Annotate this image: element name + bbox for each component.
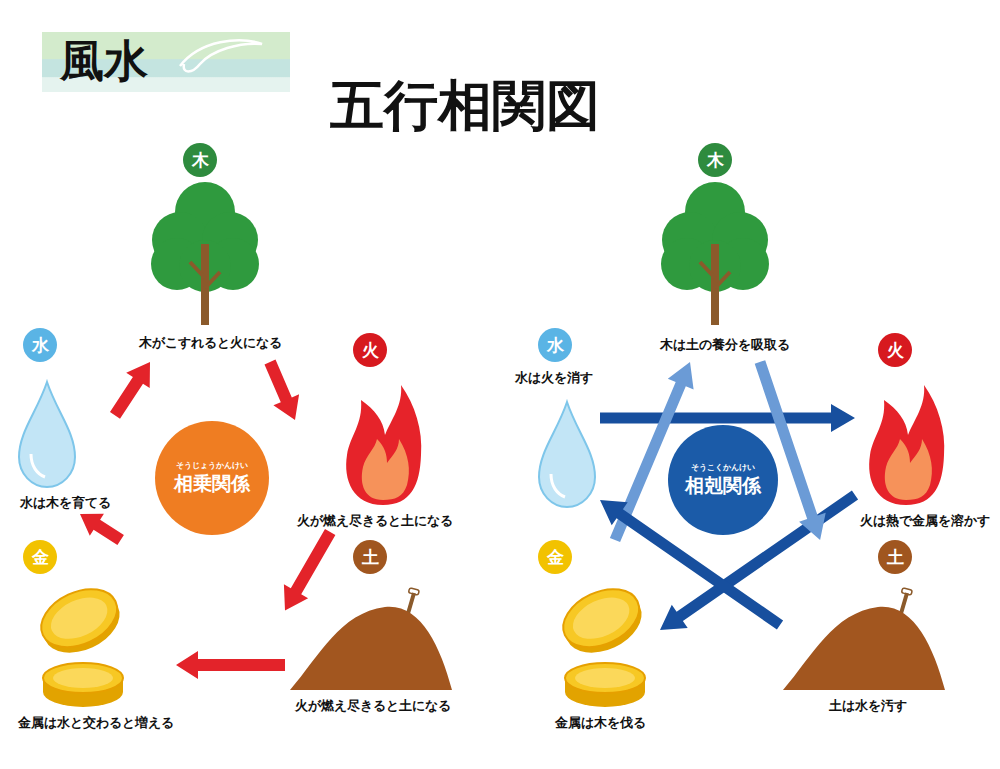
element-caption: 木は土の養分を吸取る: [660, 337, 790, 353]
element-node: 水水は火を消す: [508, 328, 600, 512]
element-caption: 金属は水と交わると増える: [18, 715, 174, 731]
element-badge: 火: [353, 333, 387, 367]
soil-picture: [290, 588, 452, 690]
drop-picture: [19, 382, 75, 487]
relation-name: 相乗関係: [174, 471, 250, 495]
furigana-text: そうじょうかんけい: [176, 461, 248, 471]
element-caption: 水は火を消す: [515, 370, 593, 386]
element-badge: 金: [23, 540, 57, 574]
diagram-title: 五行相関図: [200, 70, 730, 143]
element-badge: 土: [878, 540, 912, 574]
element-badge: 土: [353, 540, 387, 574]
soil-picture: [783, 588, 945, 690]
element-node: 火火は熱で金属を溶かす: [855, 332, 995, 532]
element-badge: 水: [23, 328, 57, 362]
title-band: [42, 32, 290, 92]
element-node: 木木がこすれると火になる: [130, 142, 290, 362]
coins-picture: [554, 578, 651, 707]
element-caption: 火が燃え尽きると土になる: [295, 698, 451, 714]
element-badge: 金: [538, 540, 572, 574]
element-badge: 水: [538, 328, 572, 362]
element-caption: 金属は木を伐る: [555, 715, 646, 731]
element-node: 土土は水を汚す: [780, 540, 955, 716]
relation-circle: そうこくかんけい相剋関係: [668, 425, 778, 535]
title-band: [42, 32, 290, 92]
element-node: 金金属は木を伐る: [540, 540, 660, 734]
element-caption: 火は熱で金属を溶かす: [860, 513, 990, 529]
element-node: 水水は木を育てる: [15, 328, 115, 514]
element-node: 金金属は水と交わると増える: [15, 540, 176, 734]
relation-arrow: [110, 362, 150, 419]
relation-arrow: [265, 360, 300, 420]
element-badge: 木: [183, 143, 217, 177]
drop-picture: [539, 402, 595, 507]
element-caption: 火が燃え尽きると土になる: [297, 513, 453, 529]
furigana-text: そうこくかんけい: [691, 463, 755, 473]
element-caption: 水は木を育てる: [20, 495, 111, 511]
element-node: 土火が燃え尽きると土になる: [285, 540, 460, 716]
element-node: 火火が燃え尽きると土になる: [295, 332, 455, 532]
flame-picture: [869, 385, 944, 505]
relation-circle: そうじょうかんけい相乗関係: [155, 421, 269, 535]
relation-arrow: [176, 651, 285, 679]
element-caption: 土は水を汚す: [829, 698, 907, 714]
relation-arrow: [80, 514, 124, 545]
title-band: [180, 40, 262, 71]
element-caption: 木がこすれると火になる: [139, 335, 282, 351]
element-node: 木木は土の養分を吸取る: [650, 142, 800, 362]
element-badge: 木: [698, 143, 732, 177]
relation-name: 相剋関係: [685, 473, 761, 497]
tree-picture: [661, 182, 769, 325]
coins-picture: [32, 578, 129, 707]
relation-arrow: [284, 529, 336, 610]
tree-picture: [151, 182, 259, 325]
heading-label: 風水: [60, 32, 148, 91]
element-badge: 火: [878, 333, 912, 367]
flame-picture: [346, 385, 421, 505]
